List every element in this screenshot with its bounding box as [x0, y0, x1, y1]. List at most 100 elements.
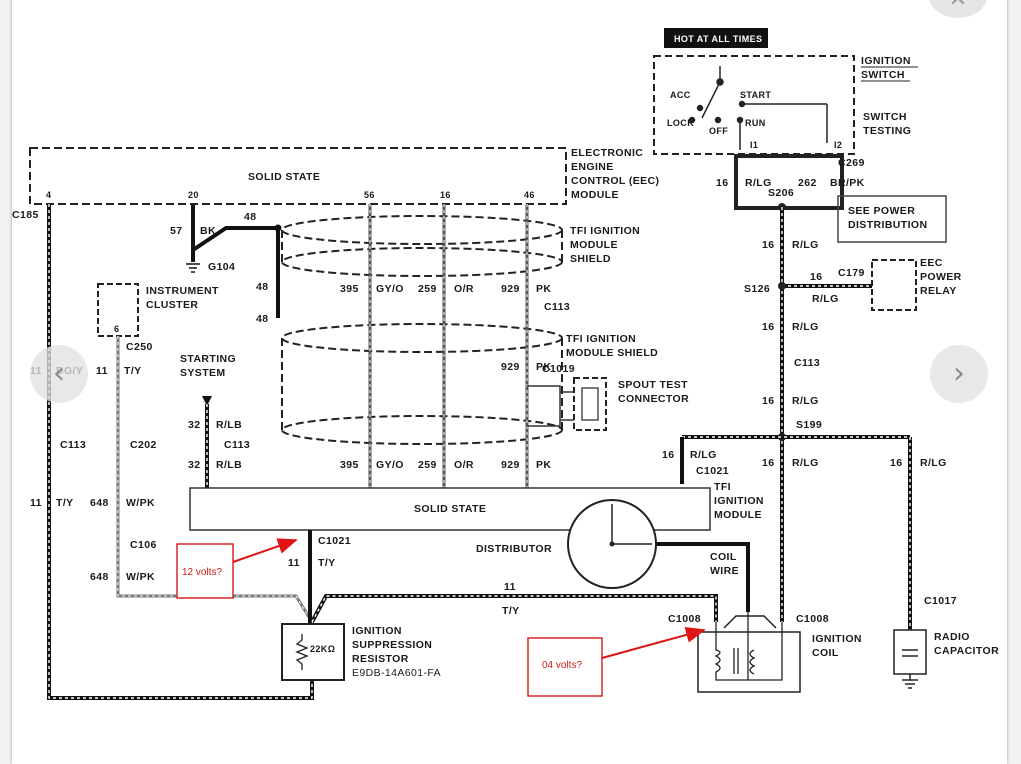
svg-text:INSTRUMENT: INSTRUMENT [146, 285, 219, 297]
s206-label: S206 [768, 187, 794, 199]
svg-text:RESISTOR: RESISTOR [352, 653, 409, 665]
switch-off: OFF [709, 126, 728, 136]
suppression-resistor-box [281, 623, 345, 681]
svg-text:CAPACITOR: CAPACITOR [934, 645, 999, 657]
c106-label: C106 [130, 539, 157, 551]
c179-label: C179 [838, 267, 865, 279]
svg-text:SWITCH: SWITCH [863, 111, 907, 123]
wire-48-shield [191, 226, 280, 318]
wire-11-coil-color: T/Y [502, 605, 520, 617]
see-power-distribution-2: DISTRIBUTION [848, 219, 927, 231]
switch-acc: ACC [670, 90, 691, 100]
coil-wire [656, 542, 750, 612]
ignition-coil-label: IGNITION COIL [812, 633, 862, 659]
annotation-12-volts: 12 volts? [176, 538, 298, 599]
svg-text:12 volts?: 12 volts? [182, 567, 222, 578]
c113-label-center: C113 [544, 301, 570, 313]
wire-11-coil-num: 11 [504, 581, 516, 593]
next-image-button[interactable]: › [930, 345, 988, 403]
svg-text:IGNITION: IGNITION [812, 633, 862, 645]
svg-text:MODULE SHIELD: MODULE SHIELD [566, 347, 658, 359]
eec-module-box [29, 147, 567, 205]
s126-splice [778, 282, 786, 290]
eec-pin-4: 4 [46, 190, 51, 200]
wiring-diagram: HOT AT ALL TIMES IGNITION SWITCH SWITCH … [12, 28, 999, 700]
close-icon: ✕ [949, 0, 967, 12]
svg-text:SUPPRESSION: SUPPRESSION [352, 639, 432, 651]
ignition-coil-box [697, 631, 801, 693]
coil-wire-label: COIL WIRE [710, 551, 739, 577]
radio-capacitor-label: RADIO CAPACITOR [934, 631, 999, 657]
wire-395-num-a: 395 [340, 283, 359, 295]
tfi-shield-top [281, 215, 563, 277]
wire-57-color: BK [200, 225, 216, 237]
wire-11-ty-cluster-color: T/Y [124, 365, 142, 377]
tfi-ignition-module-label: TFI IGNITION MODULE [714, 481, 763, 521]
see-power-distribution-box [837, 195, 947, 243]
wire-16-rlg-f-color: R/LG [920, 457, 947, 469]
c1008-label-left: C1008 [668, 613, 701, 625]
svg-text:HOT AT ALL TIMES: HOT AT ALL TIMES [674, 34, 762, 44]
wire-929-num-a: 929 [501, 283, 520, 295]
wire-929-num-b: 929 [501, 361, 520, 373]
wire-16-rlg-top-num: 16 [716, 177, 728, 189]
wire-32-num-a: 32 [188, 419, 200, 431]
tfi-module-shield-label-2: TFI IGNITION MODULE SHIELD [566, 333, 658, 359]
wire-48-label-c: 48 [256, 313, 268, 325]
c1021-label-bottom: C1021 [318, 535, 351, 547]
wire-262-num: 262 [798, 177, 817, 189]
wire-11-ty-left-color: T/Y [56, 497, 74, 509]
wire-262-color: BR/PK [830, 177, 865, 189]
svg-text:SWITCH: SWITCH [861, 69, 905, 81]
c185-label: C185 [12, 209, 39, 221]
wire-929-color-a: PK [536, 283, 551, 295]
wire-16-rlg-a-num: 16 [762, 239, 774, 251]
wire-57-num: 57 [170, 225, 182, 237]
c1008-label-right: C1008 [796, 613, 829, 625]
radio-capacitor-box [893, 629, 927, 675]
eec-power-relay-3: RELAY [920, 285, 957, 297]
svg-text:IGNITION: IGNITION [352, 625, 402, 637]
suppression-resistor-label: IGNITION SUPPRESSION RESISTOR [352, 625, 432, 665]
switch-run: RUN [745, 118, 766, 128]
wire-11-ty-c-num: 11 [288, 557, 300, 569]
c202-label: C202 [130, 439, 157, 451]
wire-16-rlg-a-color: R/LG [792, 239, 819, 251]
wire-16-rlg-top-color: R/LG [745, 177, 772, 189]
ignition-switch-label: IGNITION SWITCH [861, 55, 918, 82]
wire-16-relay-num: 16 [810, 271, 822, 283]
wire-929-color-b: PK [536, 361, 551, 373]
c269-box [734, 154, 844, 210]
c1017-label: C1017 [924, 595, 957, 607]
wire-929-num-c: 929 [501, 459, 520, 471]
eec-pin-46: 46 [524, 190, 535, 200]
wire-16-rlg-e-num: 16 [762, 457, 774, 469]
svg-text:WIRE: WIRE [710, 565, 739, 577]
svg-text:TFI IGNITION: TFI IGNITION [566, 333, 636, 345]
distributor-label: DISTRIBUTOR [476, 543, 552, 555]
cluster-pin: 6 [114, 324, 119, 334]
c113-label-right: C113 [794, 357, 820, 369]
svg-text:CONTROL (EEC): CONTROL (EEC) [571, 175, 659, 187]
spout-wire [527, 385, 561, 427]
spout-test-connector [573, 377, 607, 431]
svg-text:SHIELD: SHIELD [570, 253, 611, 265]
eec-pin-20: 20 [188, 190, 199, 200]
previous-image-button[interactable]: ‹ [30, 345, 88, 403]
eec-power-relay-box [871, 259, 917, 311]
wire-48-label-b: 48 [256, 281, 268, 293]
wire-16-rlg-b-color: R/LG [792, 321, 819, 333]
chevron-right-icon: › [953, 356, 965, 391]
wire-259-num-a: 259 [418, 283, 437, 295]
svg-text:SPOUT TEST: SPOUT TEST [618, 379, 688, 391]
c113-label-start: C113 [224, 439, 250, 451]
close-viewer-button[interactable]: ✕ [928, 0, 988, 18]
svg-text:CLUSTER: CLUSTER [146, 299, 198, 311]
wire-16-rlg-d-num: 16 [662, 449, 674, 461]
wire-16-rlg-f-num: 16 [890, 457, 902, 469]
svg-text:TFI: TFI [714, 481, 731, 493]
wire-259-color-a: O/R [454, 283, 474, 295]
wire-395-color-a: GY/O [376, 283, 404, 295]
svg-text:RADIO: RADIO [934, 631, 970, 643]
